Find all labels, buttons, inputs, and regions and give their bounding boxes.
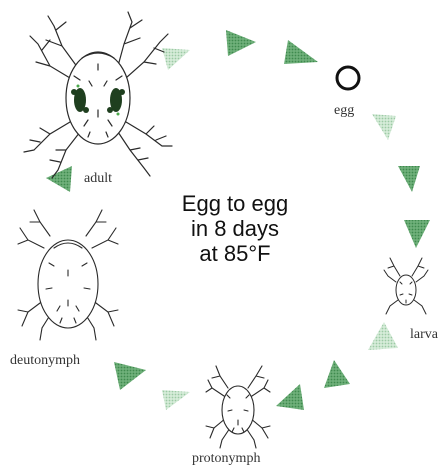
caption-line-1: Egg to egg [150,191,320,216]
cycle-arrow-icon [114,362,146,390]
cycle-arrow-icon [324,360,350,388]
cycle-arrow-icon [372,114,396,140]
spider-mite-deutonymph-icon [18,210,118,340]
cycle-arrow-icon [162,390,190,410]
stage-label-deutonymph: deutonymph [10,354,80,368]
cycle-arrow-icon [46,166,72,192]
caption-line-3: at 85°F [150,241,320,266]
stage-label-larva: larva [410,328,438,342]
spider-mite-adult-icon [24,12,172,178]
cycle-caption: Egg to egg in 8 days at 85°F [150,191,320,266]
cycle-arrow-icon [162,48,190,70]
caption-line-2: in 8 days [150,216,320,241]
stage-label-protonymph: protonymph [192,452,260,466]
cycle-arrow-icon [398,166,420,192]
cycle-arrow-icon [368,322,398,350]
spider-mite-larva-icon [384,258,428,314]
spider-mite-protonymph-icon [206,366,270,448]
cycle-arrow-icon [226,30,256,56]
stage-label-egg: egg [334,104,354,118]
cycle-arrow-icon [404,220,430,248]
cycle-arrow-icon [276,384,304,410]
egg-circle-icon [337,67,359,89]
stage-label-adult: adult [84,172,112,186]
cycle-arrow-icon [284,40,318,64]
